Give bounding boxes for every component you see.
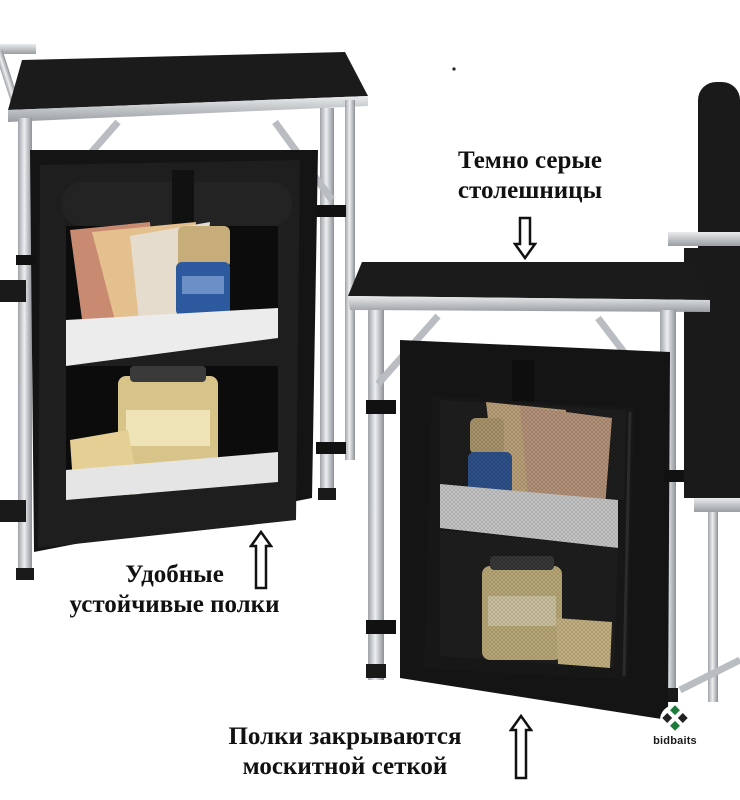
caption-mid-line2: устойчивые полки <box>69 591 280 618</box>
caption-top-line2: столешницы <box>457 177 603 204</box>
arrow-up-icon <box>249 530 273 590</box>
right-cabinet <box>348 82 740 720</box>
caption-stable-shelves: Удобные устойчивые полки <box>42 560 307 620</box>
logo-mark-icon <box>660 705 690 735</box>
caption-top-line1: Темно серые <box>457 147 603 174</box>
left-cabinet <box>0 44 368 580</box>
caption-bottom-line2: москитной сеткой <box>242 753 448 780</box>
logo-text: bidbaits <box>653 735 697 747</box>
dot <box>452 67 456 71</box>
caption-bottom-line1: Полки закрываются <box>228 723 462 750</box>
arrow-down-icon <box>513 216 537 260</box>
caption-dark-tabletops: Темно серые столешницы <box>430 146 630 206</box>
caption-mosquito-net: Полки закрываются москитной сеткой <box>195 722 495 782</box>
caption-mid-line1: Удобные <box>125 561 224 588</box>
arrow-up-icon <box>509 714 533 780</box>
bidbaits-logo: bidbaits <box>642 704 708 752</box>
